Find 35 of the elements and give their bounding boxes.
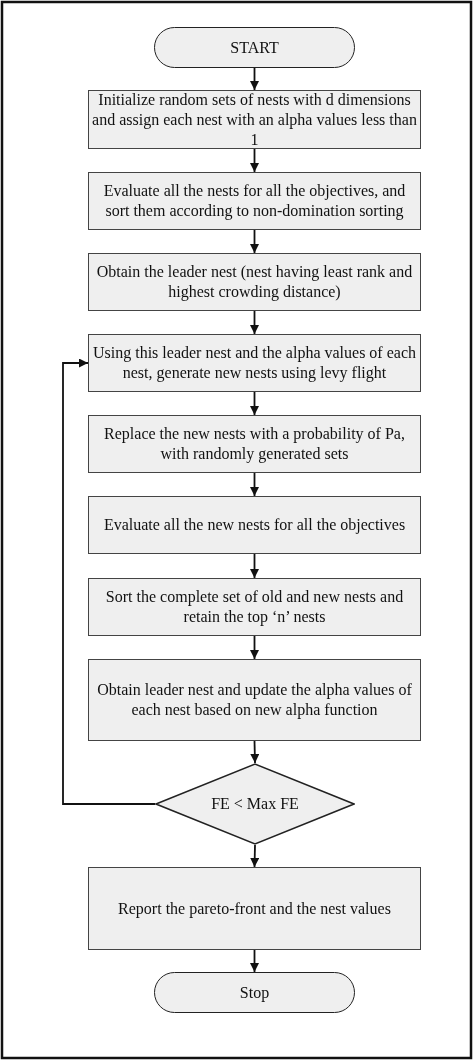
- arrow: [250, 635, 259, 660]
- step-text: Evaluate all the new nests for all the objectives: [103, 515, 406, 535]
- arrow: [250, 553, 259, 579]
- process-box: [88, 496, 421, 554]
- step-text: Initialize random sets of nests with d dimensions and assign each nest with an alpha values less than 1: [92, 89, 417, 150]
- arrow: [62, 358, 156, 805]
- step-text: FE < Max FE: [211, 794, 299, 814]
- step-text: Report the pareto-front and the nest values: [118, 898, 391, 919]
- step-text: Evaluate all the nests for all the objectives, and sort them according to non-domination sorting: [102, 181, 407, 221]
- arrow: [250, 844, 260, 868]
- arrow: [250, 740, 260, 764]
- process-box: [88, 172, 421, 230]
- step-text: START: [230, 37, 279, 58]
- step-text: Obtain the leader nest (nest having least rank and highest crowding distance): [95, 262, 414, 302]
- step-text: Obtain leader nest and update the alpha values of each nest based on new alpha function: [96, 680, 413, 720]
- step-text: Replace the new nests with a probability of Pa, with randomly generated sets: [103, 424, 406, 464]
- terminal-pill: [154, 27, 355, 68]
- arrow: [250, 229, 259, 254]
- process-box: [88, 253, 421, 311]
- step-text: Sort the complete set of old and new nests and retain the top ‘n’ nests: [104, 587, 405, 627]
- process-box: [88, 659, 421, 741]
- arrow: [250, 67, 259, 91]
- arrow: [250, 148, 259, 173]
- arrow: [250, 310, 259, 335]
- decision-diamond: [155, 763, 355, 845]
- process-box: [88, 578, 421, 636]
- arrow: [250, 391, 259, 416]
- arrow: [250, 472, 259, 497]
- step-text: Stop: [239, 982, 270, 1003]
- arrow: [250, 949, 259, 973]
- step-text: Using this leader nest and the alpha values of each nest, generate new nests using levy flight: [92, 343, 417, 383]
- terminal-pill: [154, 972, 355, 1013]
- process-box: [88, 334, 421, 392]
- process-box: [88, 867, 421, 950]
- process-box: [88, 415, 421, 473]
